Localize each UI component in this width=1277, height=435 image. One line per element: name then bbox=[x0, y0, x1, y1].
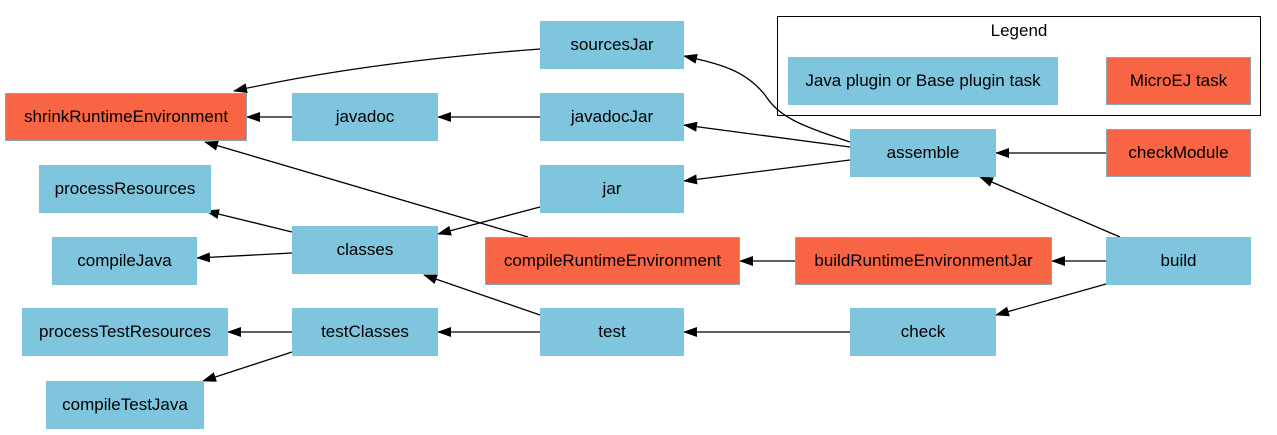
edge-layer bbox=[196, 48, 1121, 382]
node-javadocJar: javadocJar bbox=[540, 93, 684, 141]
node-processTestResources: processTestResources bbox=[22, 308, 228, 356]
node-compileJava: compileJava bbox=[52, 237, 197, 285]
edge-classes-to-processResources bbox=[205, 209, 293, 233]
node-classes: classes bbox=[292, 226, 438, 274]
edge-classes-to-compileJava bbox=[196, 252, 293, 263]
edge-compileRuntimeEnvironment-to-shrinkRuntimeEnvironment bbox=[204, 140, 529, 238]
edge-test-to-classes bbox=[423, 274, 541, 316]
edge-build-to-assemble bbox=[979, 176, 1121, 238]
legend: Legend bbox=[777, 16, 1261, 116]
node-checkModule: checkModule bbox=[1106, 129, 1251, 177]
edge-testClasses-to-compileTestJava bbox=[202, 351, 293, 382]
edge-assemble-to-sourcesJar bbox=[683, 53, 851, 143]
legend-microej-task: MicroEJ task bbox=[1106, 57, 1251, 105]
node-test: test bbox=[540, 308, 684, 356]
edge-assemble-to-javadocJar bbox=[683, 121, 851, 148]
node-jar: jar bbox=[540, 165, 684, 213]
node-build: build bbox=[1106, 237, 1251, 285]
node-assemble: assemble bbox=[850, 129, 996, 177]
legend-title: Legend bbox=[990, 21, 1048, 40]
node-sourcesJar: sourcesJar bbox=[540, 21, 684, 69]
node-buildRuntimeEnvironmentJar: buildRuntimeEnvironmentJar bbox=[795, 237, 1052, 285]
node-processResources: processResources bbox=[39, 165, 211, 213]
edge-sourcesJar-to-shrinkRuntimeEnvironment bbox=[233, 48, 541, 94]
edge-jar-to-classes bbox=[437, 206, 541, 236]
legend-java-task: Java plugin or Base plugin task bbox=[788, 57, 1058, 105]
edge-build-to-check bbox=[995, 283, 1107, 317]
node-check: check bbox=[850, 308, 996, 356]
node-shrinkRuntimeEnvironment: shrinkRuntimeEnvironment bbox=[5, 93, 247, 141]
node-testClasses: testClasses bbox=[292, 308, 438, 356]
edge-assemble-to-jar bbox=[683, 159, 851, 185]
node-compileTestJava: compileTestJava bbox=[46, 381, 204, 429]
node-compileRuntimeEnvironment: compileRuntimeEnvironment bbox=[485, 237, 740, 285]
node-javadoc: javadoc bbox=[292, 93, 438, 141]
